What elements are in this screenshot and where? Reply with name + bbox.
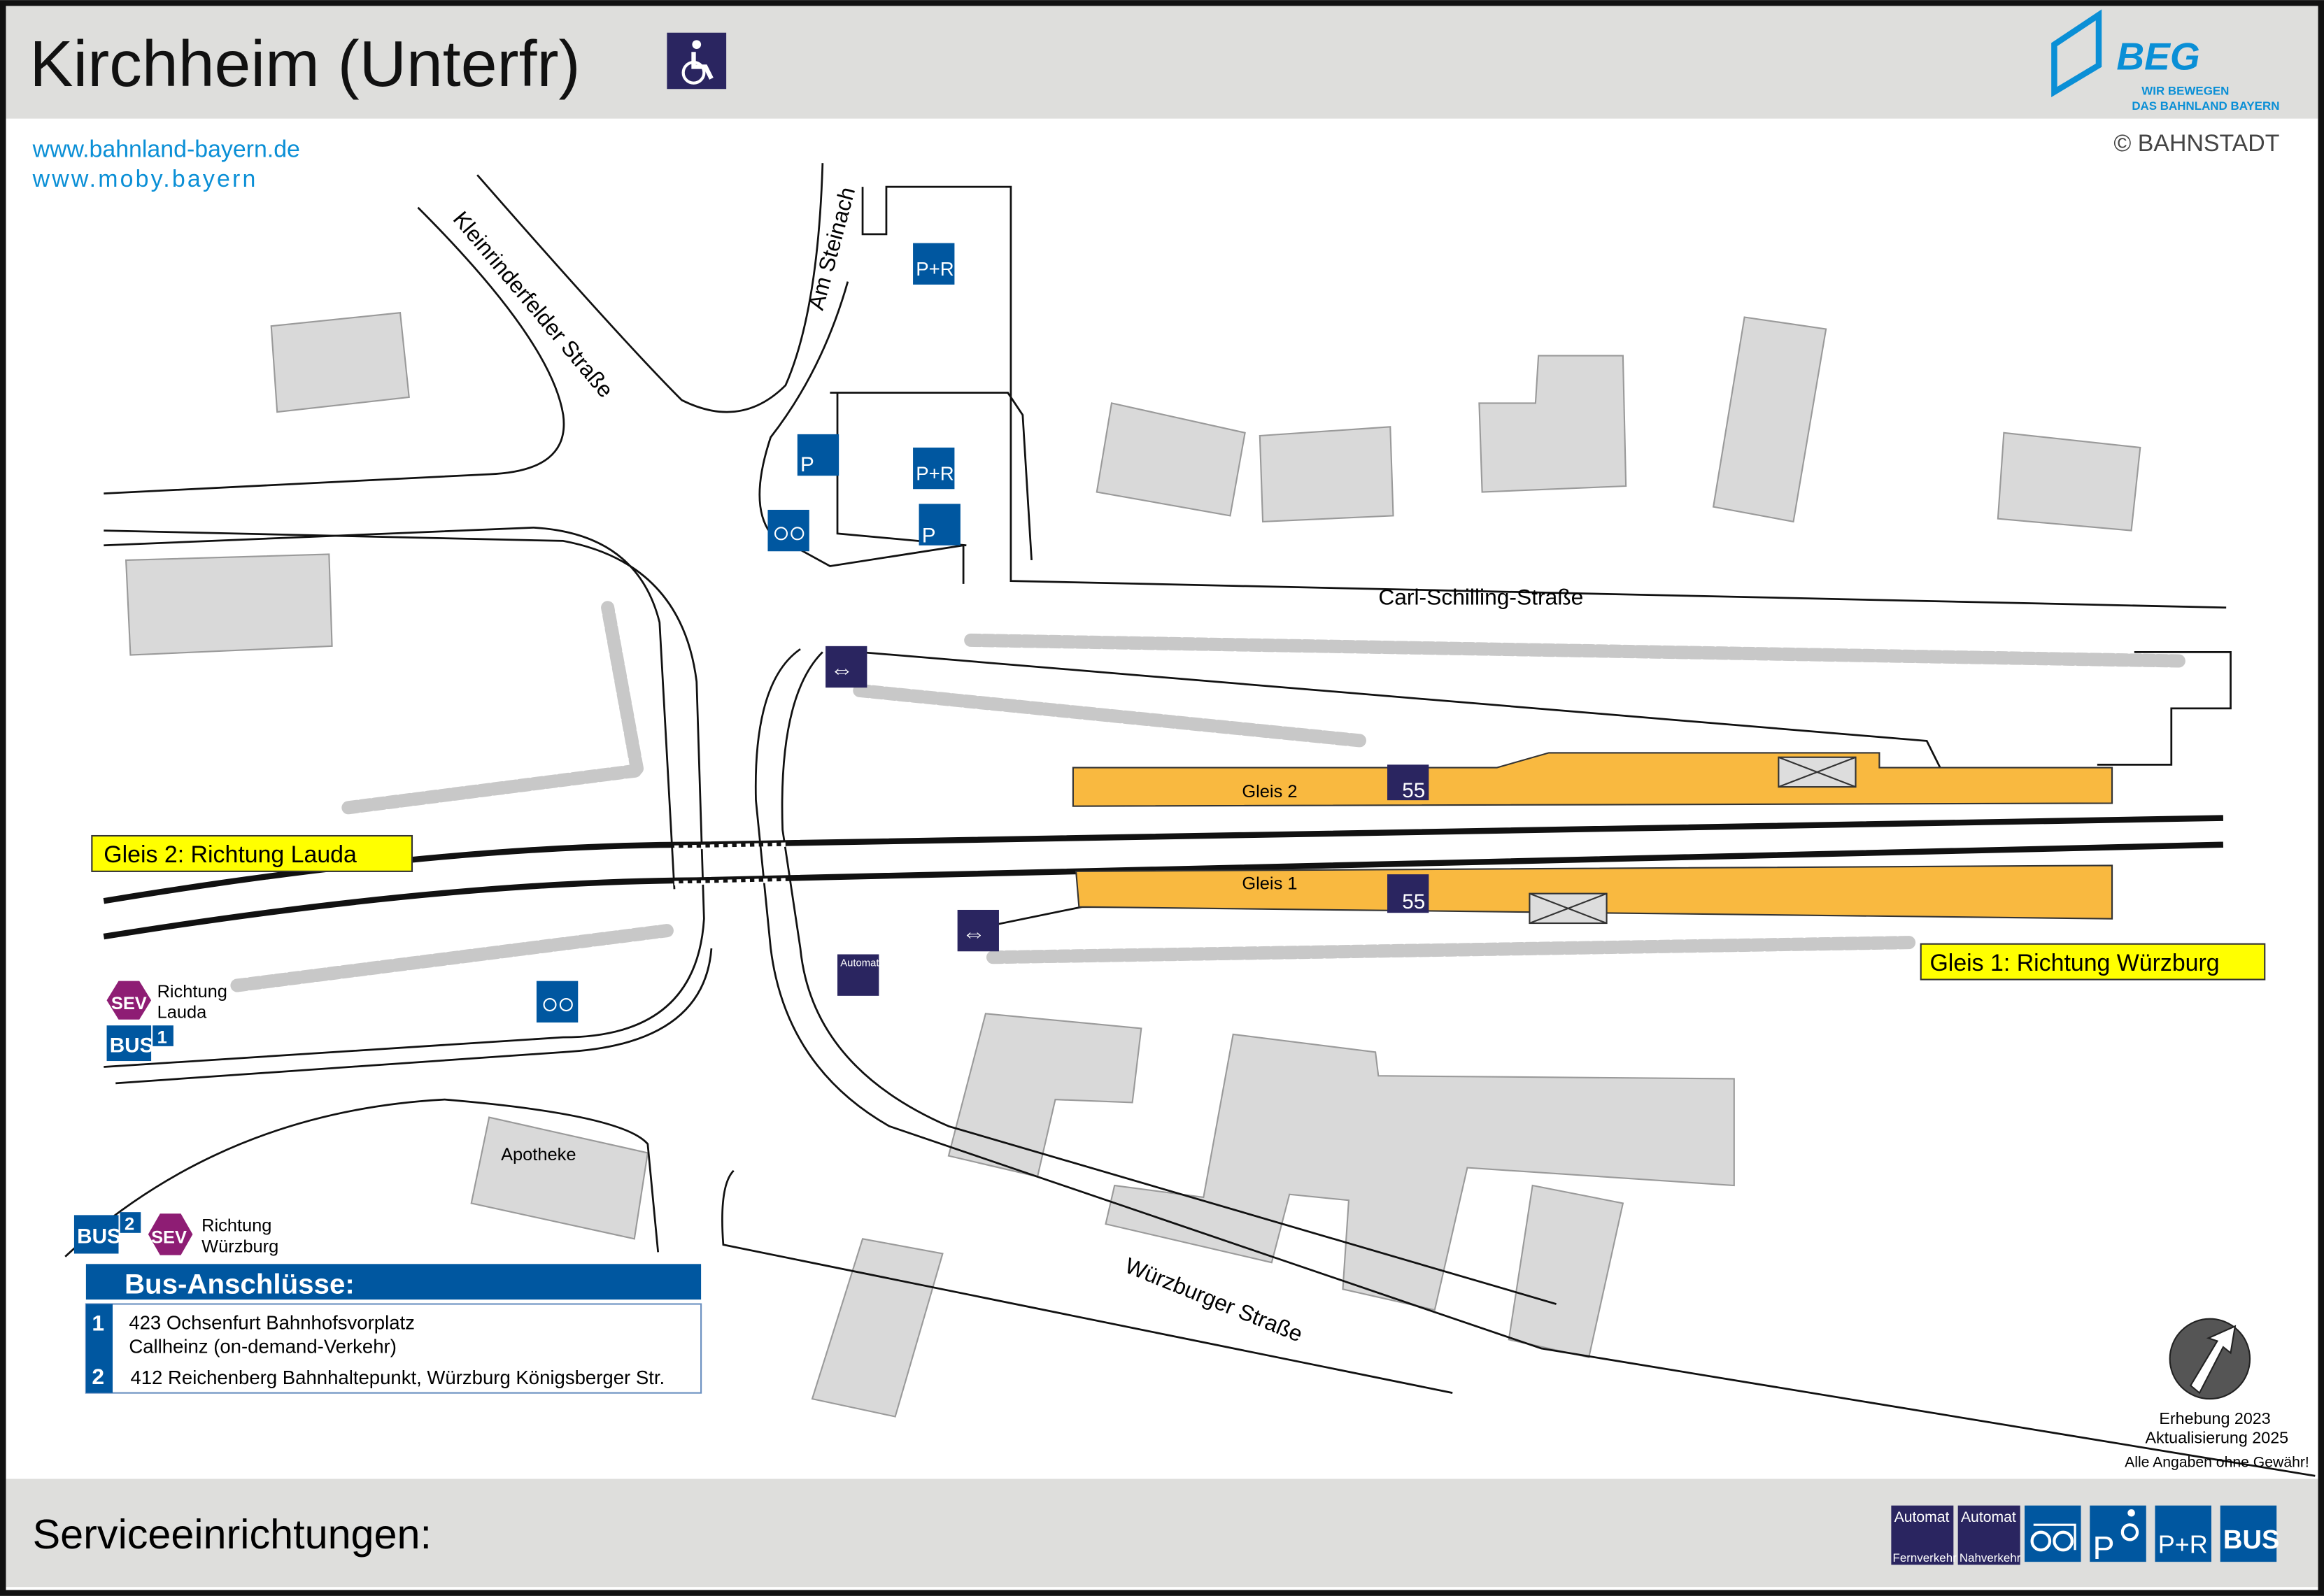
svg-text:BUS: BUS — [110, 1034, 154, 1057]
service-bus-icon: BUS — [2220, 1505, 2280, 1562]
railway-tracks — [103, 815, 2224, 940]
svg-text:2: 2 — [125, 1215, 134, 1234]
svg-text:Bus-Anschlüsse:: Bus-Anschlüsse: — [125, 1269, 355, 1300]
disclaimer: Alle Angaben ohne Gewähr! — [2125, 1455, 2309, 1471]
svg-text:WIR BEWEGEN: WIR BEWEGEN — [2141, 85, 2229, 98]
page-title: Kirchheim (Unterfr) — [29, 27, 580, 100]
update-note: Aktualisierung 2025 — [2146, 1429, 2289, 1447]
svg-text:Nahverkehr: Nahverkehr — [1960, 1551, 2021, 1565]
svg-text:P: P — [2092, 1530, 2114, 1566]
wheelchair-icon — [667, 32, 727, 90]
pr-parking-icon: P+R — [913, 243, 955, 285]
svg-text:423 Ochsenfurt Bahnhofsvorplat: 423 Ochsenfurt Bahnhofsvorplatz — [129, 1312, 415, 1334]
bus-connections-table: Bus-Anschlüsse: 1 423 Ochsenfurt Bahnhof… — [85, 1264, 702, 1394]
header-bar — [6, 6, 2318, 119]
svg-text:55: 55 — [1402, 779, 1425, 802]
crossing-icon: ⇔ — [826, 646, 867, 688]
svg-text:DAS BAHNLAND BAYERN: DAS BAHNLAND BAYERN — [2132, 99, 2279, 113]
crossing-icon: ⇔ — [957, 909, 999, 952]
svg-text:Automat: Automat — [1894, 1509, 1950, 1525]
svg-text:Fernverkehr: Fernverkehr — [1892, 1551, 1957, 1565]
north-arrow-icon — [2169, 1318, 2251, 1400]
svg-text:Automat: Automat — [840, 957, 879, 969]
service-park-and-ride-icon: P+R — [2155, 1505, 2211, 1562]
bike-parking-icon — [536, 981, 579, 1023]
svg-text:Callheinz (on-demand-Verkehr): Callheinz (on-demand-Verkehr) — [129, 1335, 397, 1357]
svg-text:1: 1 — [157, 1028, 167, 1048]
direction-gleis-2: Gleis 2: Richtung Lauda — [91, 834, 413, 872]
svg-text:Gleis 1: Richtung Würzburg: Gleis 1: Richtung Würzburg — [1929, 950, 2219, 976]
accessible-parking-icon: P — [919, 504, 961, 548]
svg-text:BEG: BEG — [2116, 35, 2199, 78]
service-bike-parking-icon — [2025, 1505, 2081, 1562]
roads — [64, 163, 2316, 1477]
buildings: Apotheke — [125, 311, 2141, 1418]
svg-text:⇔: ⇔ — [962, 920, 986, 946]
svg-text:P+R: P+R — [916, 258, 954, 280]
service-ticket-machine-regional: Automat Nahverkehr — [1957, 1505, 2021, 1565]
pr-parking-icon: P+R — [913, 447, 955, 490]
link-bahnland[interactable]: www.bahnland-bayern.de — [32, 136, 300, 163]
motorbike-parking-icon: P — [797, 434, 839, 476]
service-accessible-parking-icon: P — [2090, 1505, 2146, 1566]
svg-text:1: 1 — [92, 1311, 104, 1336]
vegetation — [230, 601, 2185, 992]
service-ticket-machine-long-distance: Automat Fernverkehr — [1891, 1505, 1957, 1565]
svg-text:2: 2 — [92, 1364, 104, 1389]
svg-text:P+R: P+R — [2158, 1530, 2208, 1558]
svg-text:Gleis 1: Gleis 1 — [1242, 874, 1297, 893]
ticket-machine-icon: Automat — [837, 954, 879, 996]
svg-text:BUS: BUS — [77, 1225, 121, 1248]
bus-stop-2: BUS 2 SEV Richtung Würzburg — [73, 1212, 278, 1256]
beg-logo: BEG WIR BEWEGEN DAS BAHNLAND BAYERN — [2051, 9, 2279, 113]
bahnstadt-copyright: © BAHNSTADT — [2113, 130, 2279, 157]
svg-text:P+R: P+R — [916, 463, 954, 485]
svg-text:55: 55 — [1402, 890, 1425, 913]
svg-text:Richtung: Richtung — [157, 982, 227, 1002]
svg-text:BUS: BUS — [2223, 1525, 2280, 1555]
link-moby[interactable]: www.moby.bayern — [32, 166, 258, 192]
svg-text:P: P — [800, 453, 814, 476]
svg-text:412 Reichenberg Bahnhaltepunkt: 412 Reichenberg Bahnhaltepunkt, Würzburg… — [130, 1367, 665, 1388]
bus-stop-1: SEV Richtung Lauda BUS 1 — [106, 981, 227, 1062]
platform-gleis-1: Gleis 1 55 — [1075, 864, 2113, 925]
svg-text:Automat: Automat — [1961, 1509, 2016, 1525]
svg-text:Würzburg: Würzburg — [201, 1237, 278, 1256]
bike-parking-icon — [767, 509, 809, 552]
pharmacy: Apotheke — [470, 1116, 649, 1240]
svg-text:Apotheke: Apotheke — [501, 1145, 576, 1164]
svg-text:Gleis 2: Gleis 2 — [1242, 782, 1297, 801]
svg-text:Lauda: Lauda — [157, 1003, 208, 1023]
svg-text:P: P — [922, 525, 936, 548]
direction-gleis-1: Gleis 1: Richtung Würzburg — [1920, 943, 2266, 981]
street-carl-schilling: Carl-Schilling-Straße — [1378, 585, 1583, 610]
svg-text:Gleis 2: Richtung Lauda: Gleis 2: Richtung Lauda — [104, 841, 357, 868]
platform-gleis-2: Gleis 2 55 — [1072, 752, 2113, 807]
svg-text:⇔: ⇔ — [830, 656, 853, 683]
svg-text:Richtung: Richtung — [201, 1216, 271, 1236]
svg-text:SEV: SEV — [151, 1228, 187, 1248]
survey-note: Erhebung 2023 — [2159, 1409, 2270, 1427]
services-title: Serviceeinrichtungen: — [33, 1511, 432, 1558]
svg-text:SEV: SEV — [111, 994, 147, 1013]
